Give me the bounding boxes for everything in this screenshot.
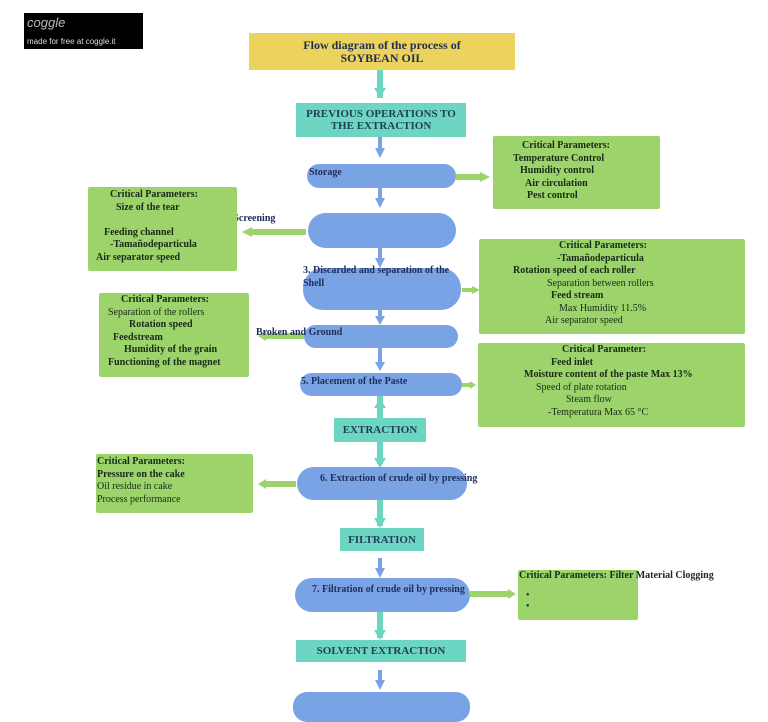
- connector-arrows: [242, 70, 516, 690]
- params-paste-line: -Temperatura Max 65 °C: [548, 406, 649, 418]
- params-shell-line: Max Humidity 11.5%: [559, 302, 647, 314]
- params-ground: Critical Parameters: Separation of the r…: [99, 293, 249, 377]
- step-shell-label-2: Shell: [303, 278, 325, 289]
- params-filtration: Critical Parameters: Filter Material Clo…: [518, 570, 714, 620]
- step-storage[interactable]: [307, 164, 456, 188]
- banner-previous-line-2: THE EXTRACTION: [330, 120, 432, 132]
- params-paste-line: Critical Parameter:: [562, 344, 647, 355]
- params-filtration-line: Critical Parameters: Filter Material Clo…: [519, 570, 714, 581]
- params-paste-line: Moisture content of the paste Max 13%: [524, 369, 693, 380]
- params-paste: Critical Parameter: Feed inlet Moisture …: [478, 343, 745, 427]
- step-broken-ground-label: Broken and Ground: [256, 327, 343, 338]
- step-paste[interactable]: [300, 373, 462, 396]
- params-extraction-line: Pressure on the cake: [97, 468, 185, 480]
- params-paste-line: Steam flow: [566, 394, 612, 405]
- params-storage-line: Air circulation: [525, 177, 588, 189]
- params-extraction-line: Process performance: [97, 493, 181, 505]
- banner-solvent-extraction: SOLVENT EXTRACTION: [296, 640, 466, 662]
- banner-filtration: FILTRATION: [340, 528, 424, 551]
- params-extraction: Critical Parameters: Pressure on the cak…: [96, 454, 253, 513]
- step-filtration-label: 7. Filtration of crude oil by pressing: [312, 584, 465, 595]
- step-cleaning[interactable]: [308, 213, 456, 248]
- step-next-partial[interactable]: [293, 692, 470, 722]
- params-paste-line: Feed inlet: [551, 356, 593, 368]
- params-filtration-bullet: •: [526, 590, 530, 601]
- params-shell-line: Separation between rollers: [547, 277, 654, 289]
- params-cleaning: Critical Parameters: Size of the tear Fe…: [88, 187, 237, 271]
- params-shell: Critical Parameters: -Tamañodeparticula …: [479, 239, 745, 334]
- banner-filtration-label: FILTRATION: [348, 533, 416, 546]
- title-line-2: SOYBEAN OIL: [340, 50, 424, 65]
- banner-extraction-label: EXTRACTION: [342, 424, 418, 436]
- params-paste-line: Speed of plate rotation: [536, 381, 627, 393]
- params-ground-line: Rotation speed: [129, 319, 193, 330]
- params-storage: Critical Parameters: Temperature Control…: [493, 136, 660, 209]
- banner-previous-line-1: PREVIOUS OPERATIONS TO: [306, 108, 456, 120]
- params-ground-line: Separation of the rollers: [108, 306, 205, 318]
- coggle-tagline: made for free at coggle.it: [27, 37, 116, 46]
- params-ground-line: Functioning of the magnet: [108, 356, 221, 368]
- params-ground-line: Humidity of the grain: [124, 344, 218, 355]
- params-cleaning-line: Feeding channel: [104, 226, 174, 238]
- step-broken-ground[interactable]: [304, 325, 458, 348]
- coggle-logo: coggle: [27, 15, 66, 30]
- params-shell-line: Critical Parameters:: [559, 240, 648, 251]
- step-shell[interactable]: [303, 268, 461, 310]
- params-cleaning-line: Critical Parameters:: [110, 189, 199, 200]
- params-storage-line: Temperature Control: [513, 152, 605, 164]
- params-extraction-line: Oil residue in cake: [97, 481, 173, 492]
- params-shell-line: -Tamañodeparticula: [557, 252, 644, 264]
- params-filtration-bullet: •: [526, 601, 530, 612]
- step-storage-label: Storage: [309, 167, 342, 178]
- coggle-watermark: coggle made for free at coggle.it: [24, 13, 143, 49]
- params-cleaning-line: -Tamañodeparticula: [110, 239, 197, 250]
- params-storage-line: Humidity control: [520, 165, 594, 176]
- params-cleaning-line: Air separator speed: [96, 251, 181, 263]
- step-extraction[interactable]: [297, 467, 467, 500]
- params-shell-line: Air separator speed: [545, 315, 623, 326]
- params-shell-line: Feed stream: [551, 290, 604, 301]
- banner-extraction: EXTRACTION: [334, 418, 426, 442]
- params-shell-line: Rotation speed of each roller: [513, 265, 636, 276]
- step-shell-label-1: 3. Discarded and separation of the: [303, 265, 450, 276]
- step-extraction-label: 6. Extraction of crude oil by pressing: [320, 473, 478, 484]
- banner-solvent-label: SOLVENT EXTRACTION: [316, 645, 446, 657]
- banner-previous-operations: PREVIOUS OPERATIONS TO THE EXTRACTION: [296, 103, 466, 137]
- params-ground-line: Feedstream: [113, 331, 163, 343]
- params-ground-line: Critical Parameters:: [121, 294, 210, 305]
- params-extraction-line: Critical Parameters:: [97, 456, 186, 467]
- step-filtration[interactable]: [295, 578, 470, 612]
- diagram-title: Flow diagram of the process of SOYBEAN O…: [249, 33, 515, 70]
- params-cleaning-line: Size of the tear: [116, 201, 180, 213]
- title-line-1: Flow diagram of the process of: [303, 37, 461, 52]
- params-storage-line: Pest control: [527, 190, 578, 201]
- params-storage-line: Critical Parameters:: [522, 140, 611, 151]
- step-paste-label: 5. Placement of the Paste: [301, 376, 408, 387]
